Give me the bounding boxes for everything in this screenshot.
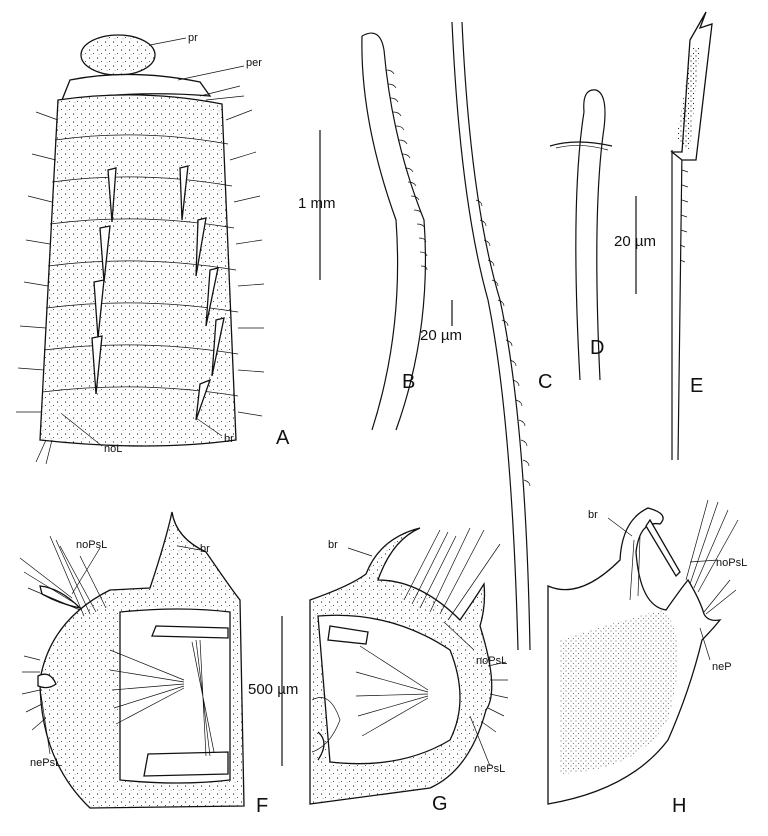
label-br-f: br (200, 543, 210, 555)
panel-h-parapodium (547, 499, 739, 805)
panel-label-f: F (256, 795, 268, 817)
label-noPsL-h: noPsL (716, 557, 747, 569)
panel-b-chaeta (361, 32, 428, 431)
label-nePsL-f: nePsL (30, 757, 61, 769)
label-noPsL-g: noPsL (476, 655, 507, 667)
panel-label-b: B (402, 371, 415, 393)
label-per: per (246, 57, 262, 69)
panel-label-h: H (672, 795, 686, 817)
panel-g-parapodium (309, 527, 509, 805)
label-noL: noL (104, 443, 122, 455)
label-br-g: br (328, 539, 338, 551)
panel-d-chaeta (549, 89, 613, 381)
panel-label-g: G (432, 793, 448, 815)
scale-label-20um-e: 20 µm (614, 233, 656, 250)
panel-label-d: D (590, 337, 604, 359)
panel-c-chaeta (451, 21, 531, 651)
panel-e-chaeta (670, 11, 713, 461)
label-pr: pr (188, 32, 198, 44)
panel-label-c: C (538, 371, 552, 393)
scale-label-20um-bc: 20 µm (420, 327, 462, 344)
label-br-a: br (224, 433, 234, 445)
label-nePsL-g: nePsL (474, 763, 505, 775)
label-br-h: br (588, 509, 598, 521)
panel-label-e: E (690, 375, 703, 397)
panel-a-body-drawing (16, 34, 265, 465)
scale-label-500um: 500 µm (248, 681, 298, 698)
panel-label-a: A (276, 427, 290, 449)
scale-label-1mm: 1 mm (298, 195, 336, 212)
label-noPsL-f: noPsL (76, 539, 107, 551)
label-neP: neP (712, 661, 732, 673)
panel-f-parapodium (19, 511, 245, 809)
